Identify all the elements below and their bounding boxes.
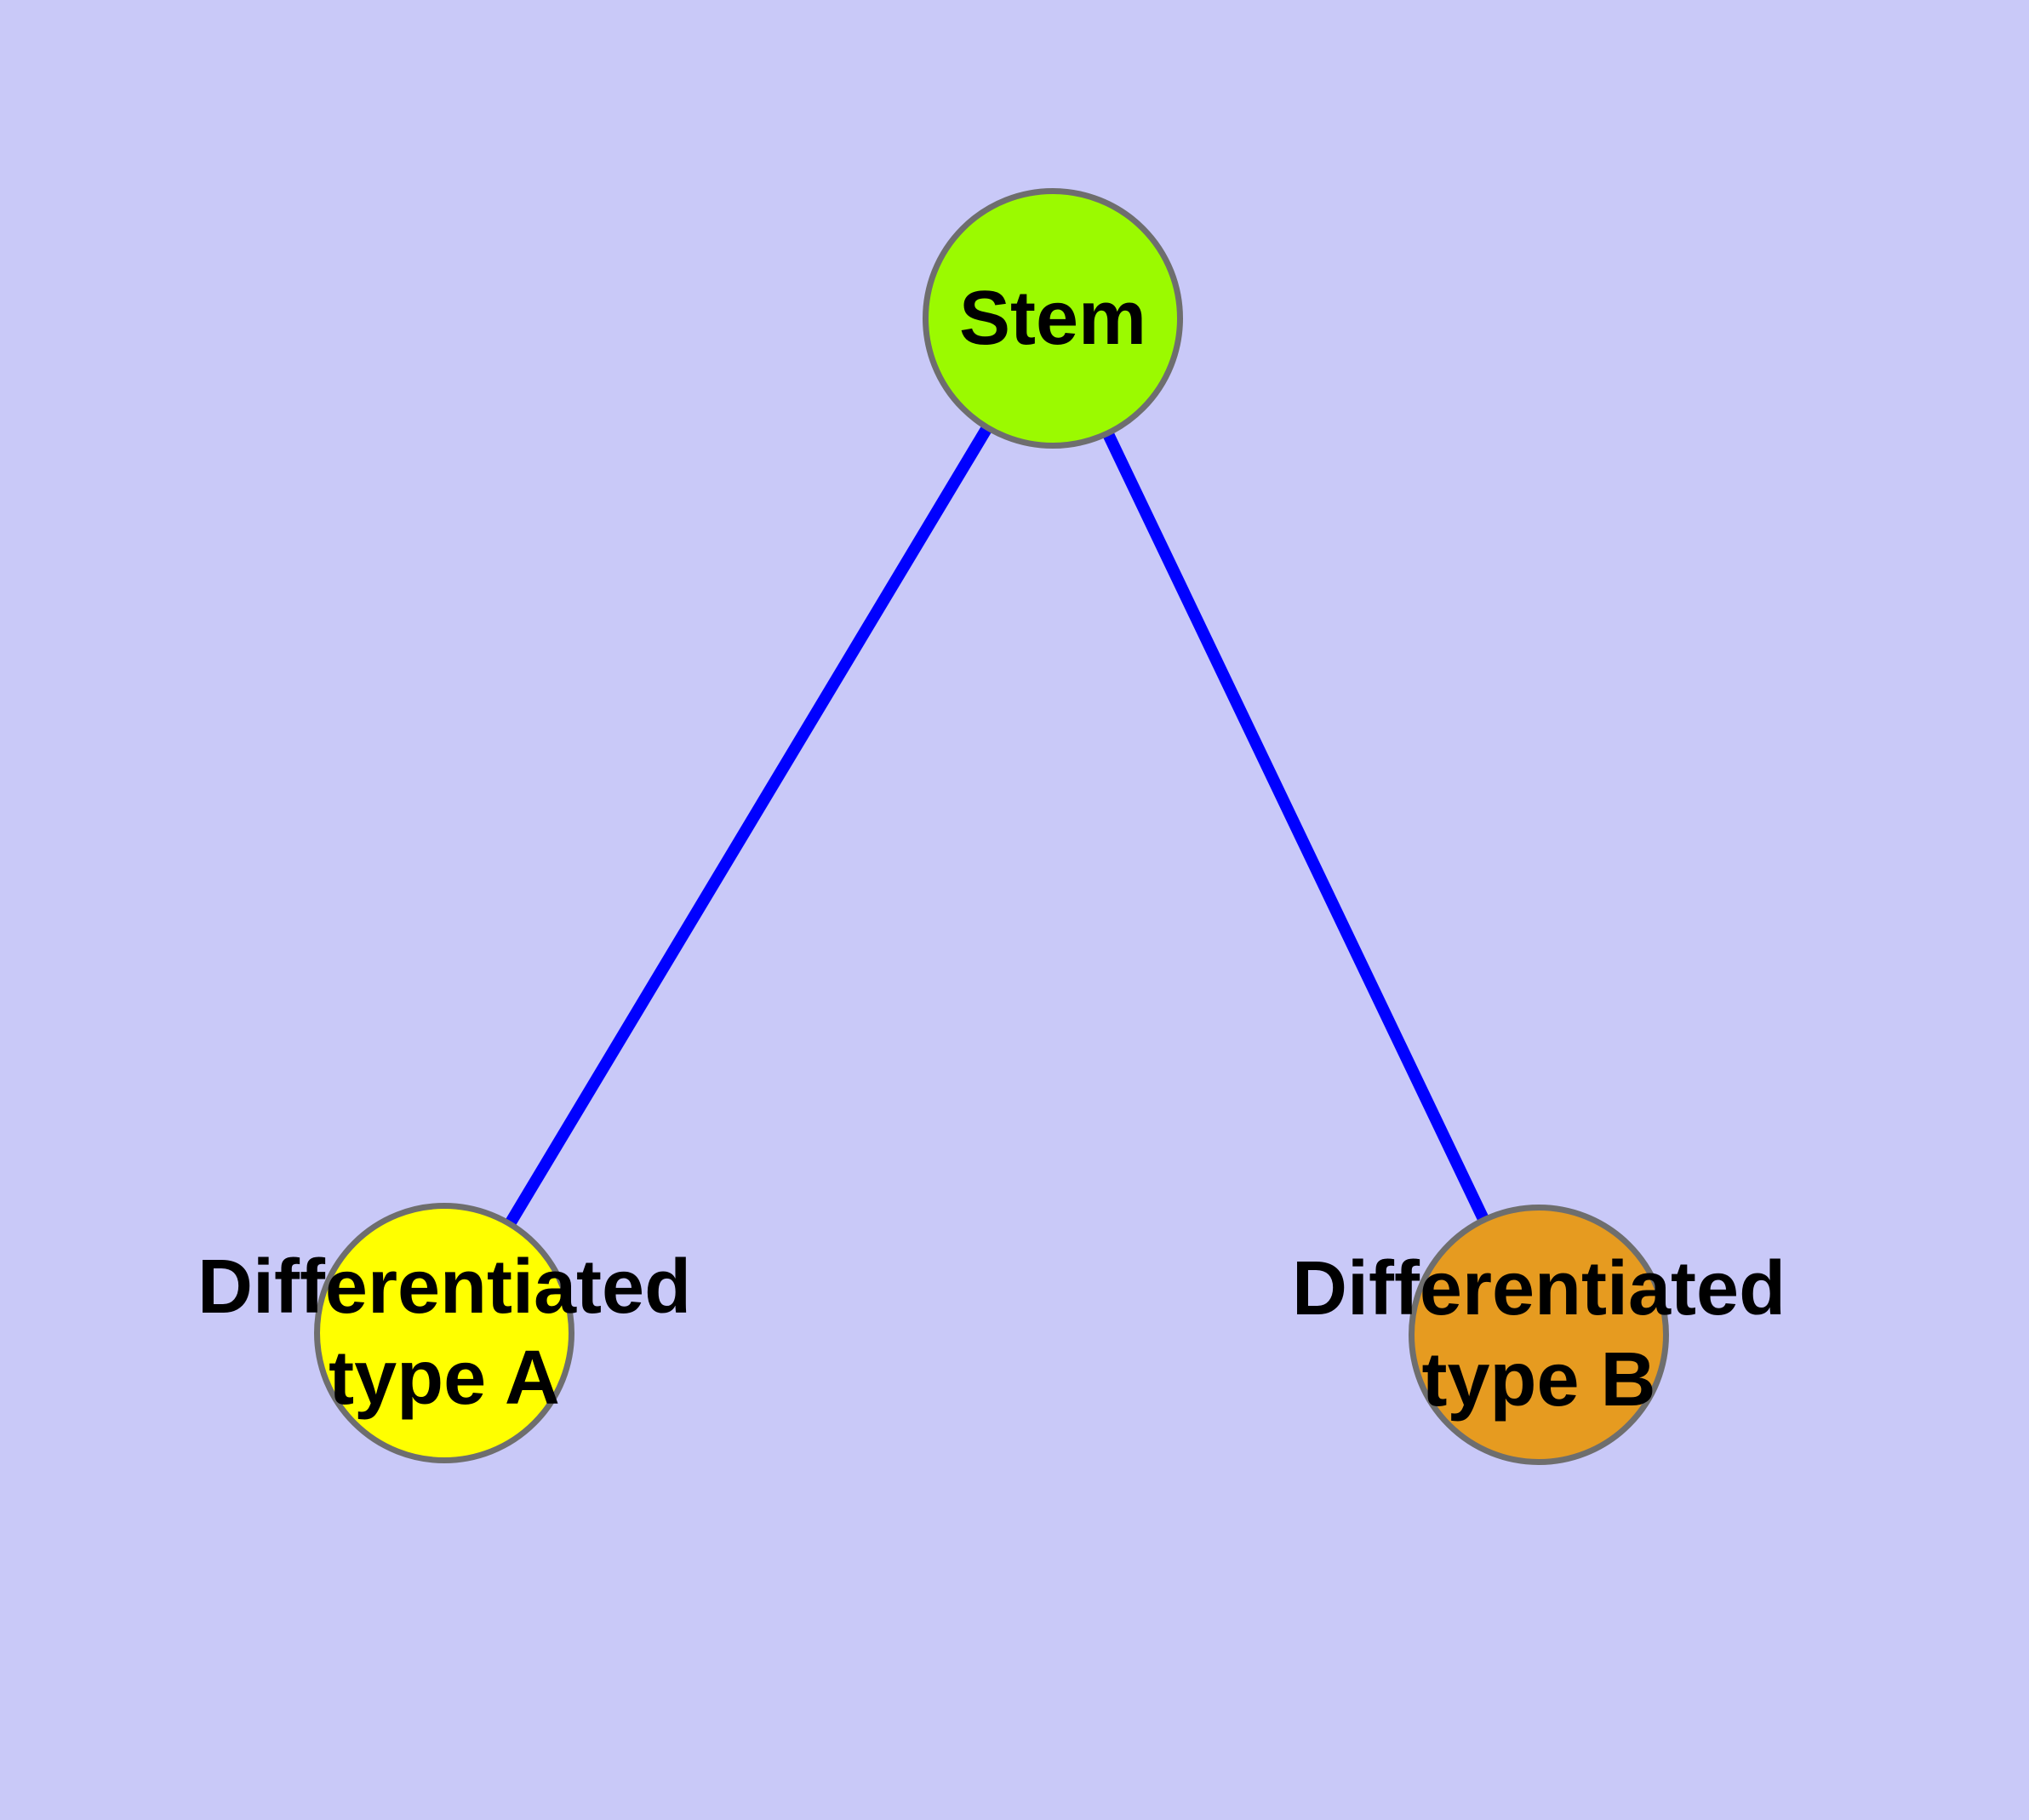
- node-differentiated-type-a-label-line1: Differentiated: [197, 1245, 692, 1330]
- edge-stem-to-differentiated-type-b: [1047, 315, 1545, 1338]
- node-differentiated-type-b-label-line1: Differentiated: [1291, 1246, 1786, 1331]
- node-differentiated-type-a: Differentiated type A: [197, 1203, 691, 1463]
- edge-stem-to-differentiated-type-a: [438, 315, 1059, 1336]
- node-differentiated-type-b-label-line2: type B: [1421, 1337, 1656, 1422]
- node-stem-label: Stem: [958, 275, 1147, 361]
- node-differentiated-type-a-label-line2: type A: [329, 1336, 560, 1421]
- node-differentiated-type-b: Differentiated type B: [1292, 1205, 1786, 1465]
- node-stem: Stem: [923, 188, 1183, 449]
